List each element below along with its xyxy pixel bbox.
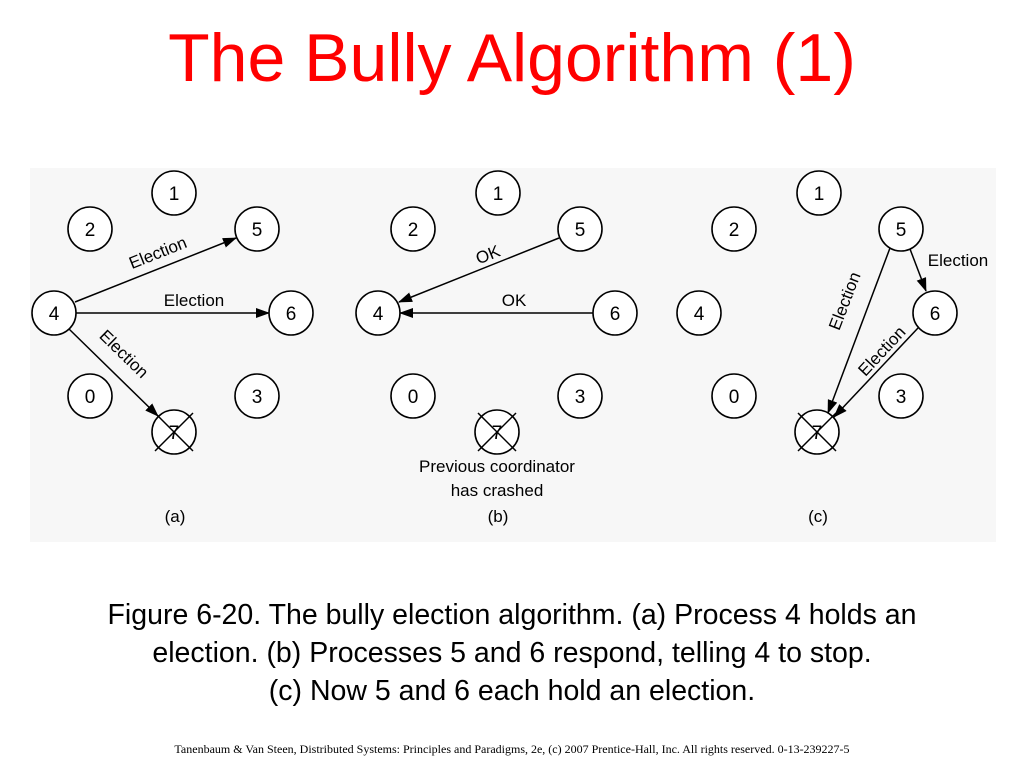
node-3: 3 bbox=[557, 373, 603, 419]
caption-line-2: election. (b) Processes 5 and 6 respond,… bbox=[152, 637, 872, 669]
crash-note-line-2: has crashed bbox=[451, 481, 544, 500]
svg-text:2: 2 bbox=[85, 220, 96, 241]
crashed-cross-mark bbox=[797, 412, 837, 452]
svg-text:1: 1 bbox=[814, 184, 825, 205]
svg-text:2: 2 bbox=[729, 220, 740, 241]
copyright-footer: Tanenbaum & Van Steen, Distributed Syste… bbox=[174, 742, 850, 756]
svg-text:6: 6 bbox=[930, 304, 941, 325]
arrow-4-to-7 bbox=[68, 328, 159, 417]
svg-text:5: 5 bbox=[896, 220, 907, 241]
node-1: 1 bbox=[151, 170, 197, 216]
node-1: 1 bbox=[475, 170, 521, 216]
svg-text:1: 1 bbox=[169, 184, 180, 205]
message-label: Election bbox=[126, 233, 189, 273]
svg-text:1: 1 bbox=[493, 184, 504, 205]
panel-label-a: (a) bbox=[165, 507, 186, 526]
caption-line-3: (c) Now 5 and 6 each hold an election. bbox=[268, 675, 756, 707]
node-2: 2 bbox=[67, 206, 113, 252]
svg-text:0: 0 bbox=[85, 387, 96, 408]
panel-a: 1 2 5 4 6 0 3 7 bbox=[31, 170, 314, 526]
caption-line-1: Figure 6-20. The bully election algorith… bbox=[107, 599, 917, 631]
node-3: 3 bbox=[234, 373, 280, 419]
node-6: 6 bbox=[268, 290, 314, 336]
node-0: 0 bbox=[67, 373, 113, 419]
arrow-5-to-4 bbox=[398, 237, 560, 303]
node-4: 4 bbox=[676, 290, 722, 336]
node-3: 3 bbox=[878, 373, 924, 419]
panel-b: 1 2 5 4 6 0 3 7 bbox=[355, 170, 638, 526]
node-5: 5 bbox=[234, 206, 280, 252]
svg-text:7: 7 bbox=[169, 423, 180, 444]
node-0: 0 bbox=[390, 373, 436, 419]
message-label: Election bbox=[854, 323, 909, 380]
node-6: 6 bbox=[912, 290, 958, 336]
node-7-crashed: 7 bbox=[474, 409, 520, 455]
crash-note-line-1: Previous coordinator bbox=[419, 457, 575, 476]
svg-text:3: 3 bbox=[252, 387, 263, 408]
svg-text:3: 3 bbox=[896, 387, 907, 408]
node-0: 0 bbox=[711, 373, 757, 419]
message-label: OK bbox=[473, 241, 503, 268]
slide-title: The Bully Algorithm (1) bbox=[168, 20, 856, 96]
node-5: 5 bbox=[878, 206, 924, 252]
svg-text:4: 4 bbox=[373, 304, 384, 325]
svg-text:5: 5 bbox=[575, 220, 586, 241]
message-label: Election bbox=[928, 251, 988, 270]
arrow-4-to-5 bbox=[74, 237, 237, 303]
node-4: 4 bbox=[31, 290, 77, 336]
svg-text:0: 0 bbox=[729, 387, 740, 408]
figure-background bbox=[30, 168, 996, 542]
svg-text:6: 6 bbox=[286, 304, 297, 325]
node-6: 6 bbox=[592, 290, 638, 336]
node-7-crashed: 7 bbox=[151, 409, 197, 455]
panel-label-b: (b) bbox=[488, 507, 509, 526]
node-2: 2 bbox=[390, 206, 436, 252]
crashed-cross-mark bbox=[477, 412, 517, 452]
crashed-cross-mark bbox=[154, 412, 194, 452]
arrow-5-to-6 bbox=[909, 248, 927, 292]
svg-text:6: 6 bbox=[610, 304, 621, 325]
message-label: Election bbox=[825, 269, 864, 332]
svg-text:7: 7 bbox=[812, 423, 823, 444]
message-label: Election bbox=[164, 291, 224, 310]
svg-text:3: 3 bbox=[575, 387, 586, 408]
svg-text:4: 4 bbox=[49, 304, 60, 325]
arrow-5-to-7 bbox=[827, 247, 891, 414]
svg-text:5: 5 bbox=[252, 220, 263, 241]
node-2: 2 bbox=[711, 206, 757, 252]
message-label: OK bbox=[502, 291, 527, 310]
node-4: 4 bbox=[355, 290, 401, 336]
svg-text:2: 2 bbox=[408, 220, 419, 241]
panel-c: 1 2 5 4 6 0 3 7 bbox=[676, 170, 988, 526]
message-label: Election bbox=[96, 326, 153, 382]
node-5: 5 bbox=[557, 206, 603, 252]
node-1: 1 bbox=[796, 170, 842, 216]
panel-label-c: (c) bbox=[808, 507, 828, 526]
svg-text:0: 0 bbox=[408, 387, 419, 408]
figure-caption: Figure 6-20. The bully election algorith… bbox=[0, 596, 1024, 710]
svg-text:7: 7 bbox=[492, 423, 503, 444]
svg-text:4: 4 bbox=[694, 304, 705, 325]
arrow-6-to-7 bbox=[833, 327, 919, 418]
node-7-crashed: 7 bbox=[794, 409, 840, 455]
